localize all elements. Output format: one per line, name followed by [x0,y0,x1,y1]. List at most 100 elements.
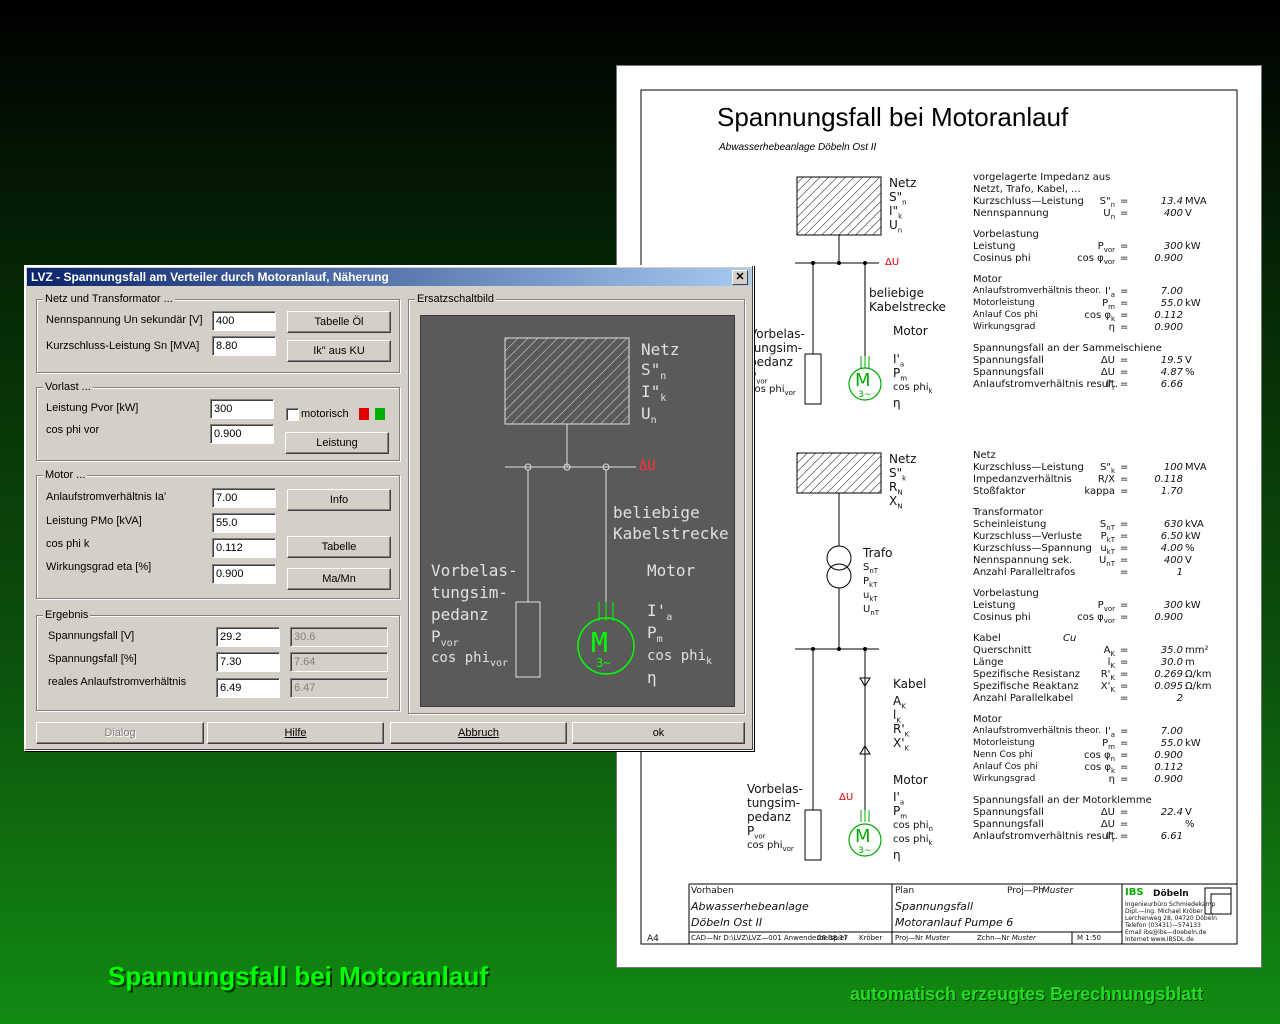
row-label: Stoßfaktor [973,486,1026,497]
row-symbol: Pvor [1097,241,1115,254]
row-value: 6.61 [1160,831,1183,842]
row-value: 0.900 [1154,750,1183,761]
dialog-titlebar[interactable]: LVZ - Spannungsfall am Verteiler durch M… [27,268,751,286]
ersatz-motor-3: 3~ [596,656,611,670]
dialog-title: LVZ - Spannungsfall am Verteiler durch M… [31,270,389,284]
row-label: Spannungsfall [973,367,1044,378]
row-symbol: cos φk [1084,762,1115,775]
d2-netz: Netz [889,452,917,466]
d2-kabel: Kabel [893,677,927,691]
row-unit: V [1185,208,1192,219]
ia-input[interactable]: 7.00 [212,488,276,508]
row-value: 6.66 [1160,379,1183,390]
cosvor-input[interactable]: 0.900 [210,424,274,444]
abbruch-button[interactable]: Abbruch [390,722,567,744]
ersatz-ia: I'a [647,601,673,624]
d1-cable: beliebige [869,286,925,300]
ma-mn-button[interactable]: Ma/Mn [287,568,391,590]
info-button[interactable]: Info [287,489,391,511]
pm-input[interactable]: 55.0 [212,513,276,533]
row-label: Nennspannung sek. [973,555,1073,566]
row-value: 35.0 [1160,645,1183,656]
row-symbol: Un [1103,208,1115,221]
row-unit: Ω/km [1185,669,1212,680]
d2-p-vor: Pvor [747,824,766,841]
d2-trafo: Trafo [863,546,893,560]
d1-cable2: Kabelstrecke [869,300,946,314]
row-symbol: I'a [1105,726,1115,739]
hilfe-button[interactable]: Hilfe [207,722,384,744]
row-equals: = [1120,322,1129,333]
row-label: Spezifische Reaktanz [973,681,1079,692]
block-heading: Netz [973,450,996,461]
ersatz-vorlast1: Vorbelas- [431,561,518,580]
cosk-input[interactable]: 0.112 [212,538,276,558]
sn-input[interactable]: 8.80 [212,336,276,356]
row-symbol: UnT [1098,555,1115,568]
pvor-input[interactable]: 300 [210,399,274,419]
ersatz-cos-vor: cos phivor [431,650,509,669]
row-equals: = [1120,831,1129,842]
d2-motor-3: 3~ [858,846,872,856]
row-equals: = [1120,379,1129,390]
sp-output[interactable]: 7.30 [216,652,280,672]
motorisch-checkbox[interactable] [286,408,299,421]
group-motor-title: Motor ... [43,469,88,481]
tb-projph-label: Proj—Ph [1007,886,1044,896]
ok-button[interactable]: ok [572,722,745,744]
company-line: Telefon (03431)—574133 [1125,922,1201,929]
sv-output[interactable]: 29.2 [216,627,280,647]
row-label: Nennspannung [973,208,1049,219]
row-symbol: I'r [1106,379,1115,392]
eta-input[interactable]: 0.900 [212,564,276,584]
block-heading: Vorbelastung [973,588,1039,599]
block-heading: vorgelagerte Impedanz aus [973,172,1111,183]
row-symbol: cos φn [1083,750,1115,763]
group-vorlast-title: Vorlast ... [43,381,93,393]
tabelle-button[interactable]: Tabelle [287,536,391,558]
tb-projnr: Proj—Nr Muster [895,934,950,942]
group-vorlast: Vorlast ... Leistung Pvor [kW] 300 cos p… [36,381,400,461]
row-equals: = [1120,462,1129,473]
row-equals: = [1120,196,1129,207]
d2-vorlast3: pedanz [747,810,791,824]
ersatz-eta: η [647,668,657,687]
row-value: 0.112 [1154,762,1183,773]
ersatz-motor-m: M [591,626,608,659]
row-symbol: PkT [1100,531,1115,544]
leistung-button[interactable]: Leistung [285,432,389,454]
ia-label: Anlaufstromverhältnis Ia' [46,491,167,503]
row-unit: kW [1185,531,1201,542]
d2-motor-m: M [855,826,871,847]
row-label: Spezifische Resistanz [973,669,1081,680]
ersatz-cosk: cos phik [647,648,713,667]
block-heading: Netzt, Trafo, Kabel, ... [973,184,1081,195]
row-symbol: SnT [1099,519,1115,532]
row-value: 30.0 [1160,657,1183,668]
tabelle-oel-button[interactable]: Tabelle Öl [287,311,391,333]
tb-plan-label: Plan [895,886,915,896]
block-heading: Spannungsfall an der Motorklemme [973,795,1152,806]
tb-company: IBS [1125,887,1144,898]
row-symbol: ΔU [1100,367,1115,378]
row-value: 6.50 [1160,531,1183,542]
group-motor: Motor ... Anlaufstromverhältnis Ia' 7.00… [36,469,400,599]
sv-previous: 30.6 [290,627,388,647]
row-equals: = [1120,298,1129,309]
row-equals: = [1120,543,1129,554]
un-input[interactable]: 400 [212,311,276,331]
ik-aus-ku-button[interactable]: Ik" aus KU [287,340,391,362]
cosk-label: cos phi k [46,538,90,550]
motorisch-label: motorisch [301,408,349,420]
tb-plan2: Motoranlauf Pumpe 6 [895,916,1014,929]
tb-projph-val: Muster [1042,886,1073,896]
close-button[interactable]: ✕ [732,270,748,285]
d1-motor: Motor [893,324,928,338]
d2-rk: R'K [893,722,910,739]
row-equals: = [1120,241,1129,252]
d2-ak: AK [893,694,906,711]
dialog-button[interactable]: Dialog [36,722,204,744]
row-unit: V [1185,355,1192,366]
ra-output[interactable]: 6.49 [216,678,280,698]
row-equals: = [1120,738,1129,749]
